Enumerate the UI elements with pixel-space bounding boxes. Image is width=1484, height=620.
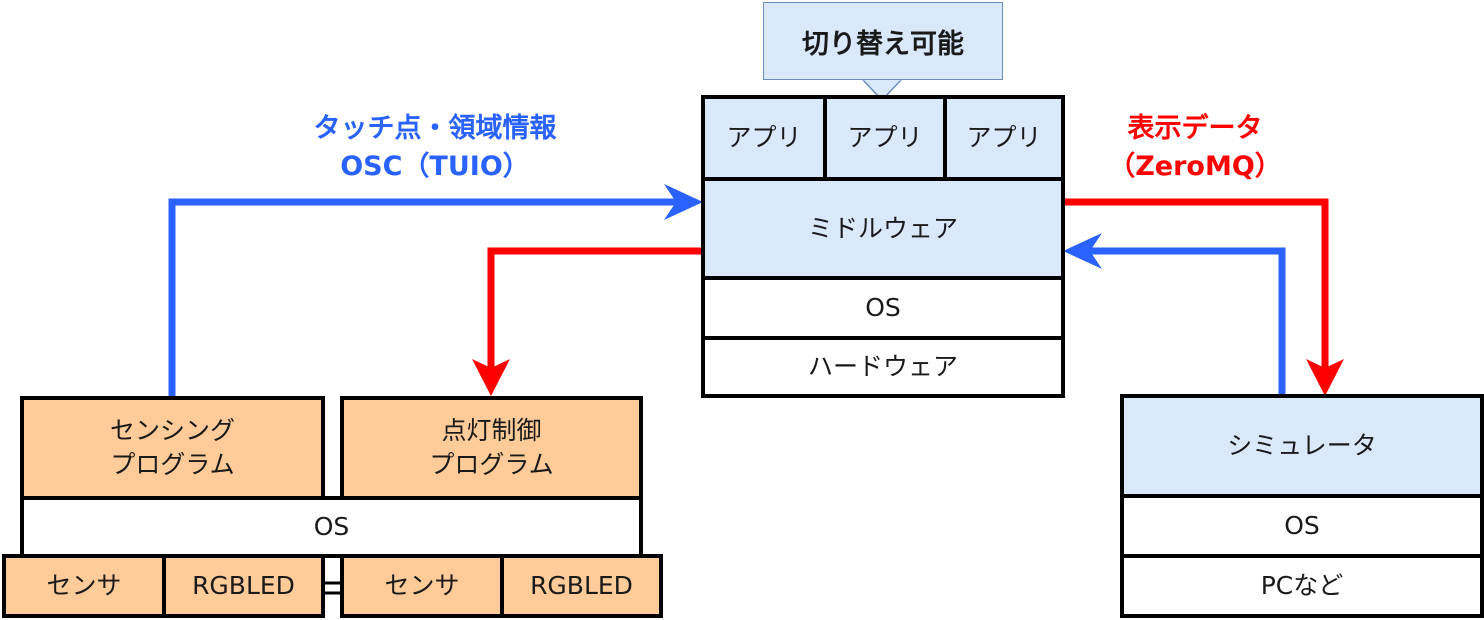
arrowhead-icon bbox=[1306, 359, 1344, 396]
display-data-label-line1: 表示データ bbox=[1127, 113, 1263, 144]
arrowhead-icon bbox=[664, 184, 703, 220]
touch-data-label: タッチ点・領域情報 OSC（TUIO） bbox=[280, 110, 590, 186]
simulator-box: シミュレータ bbox=[1120, 394, 1484, 498]
sensing-program-line2: プログラム bbox=[110, 450, 235, 479]
rgbled-box-1: RGBLED bbox=[162, 554, 325, 618]
rgbled-box-2: RGBLED bbox=[500, 554, 663, 618]
touch-data-label-line1: タッチ点・領域情報 bbox=[313, 113, 557, 144]
app-box-3: アプリ bbox=[943, 95, 1065, 181]
lighting-control-program-box: 点灯制御 プログラム bbox=[340, 396, 643, 500]
lighting-program-line1: 点灯制御 bbox=[441, 416, 542, 446]
lighting-program-line2: プログラム bbox=[429, 450, 554, 479]
display-data-label: 表示データ （ZeroMQ） bbox=[1100, 110, 1290, 186]
middleware-box: ミドルウェア bbox=[701, 177, 1065, 280]
sensing-program-box: センシング プログラム bbox=[20, 396, 325, 500]
touch-data-arrow bbox=[168, 184, 703, 396]
touch-data-from-simulator-arrow bbox=[1063, 233, 1286, 396]
sensor-box-1: センサ bbox=[2, 554, 166, 618]
sensor-box-2: センサ bbox=[340, 554, 504, 618]
display-data-to-simulator-arrow bbox=[1063, 198, 1344, 396]
display-data-label-line2: （ZeroMQ） bbox=[1108, 151, 1282, 182]
arrowhead-icon bbox=[472, 359, 510, 396]
app-box-2: アプリ bbox=[823, 95, 947, 181]
display-data-to-lighting-arrow bbox=[472, 247, 703, 396]
touch-data-label-line2: OSC（TUIO） bbox=[340, 151, 530, 182]
app-box-1: アプリ bbox=[701, 95, 827, 181]
hardware-link-connector bbox=[322, 581, 342, 595]
middleware-os-box: OS bbox=[701, 276, 1065, 340]
pc-box: PCなど bbox=[1120, 554, 1484, 618]
middleware-hardware-box: ハードウェア bbox=[701, 336, 1065, 398]
device-os-box: OS bbox=[20, 496, 643, 558]
sensing-program-line1: センシング bbox=[109, 416, 235, 446]
arrowhead-icon bbox=[1063, 233, 1102, 269]
switchable-callout: 切り替え可能 bbox=[763, 2, 1003, 80]
simulator-os-box: OS bbox=[1120, 494, 1484, 558]
